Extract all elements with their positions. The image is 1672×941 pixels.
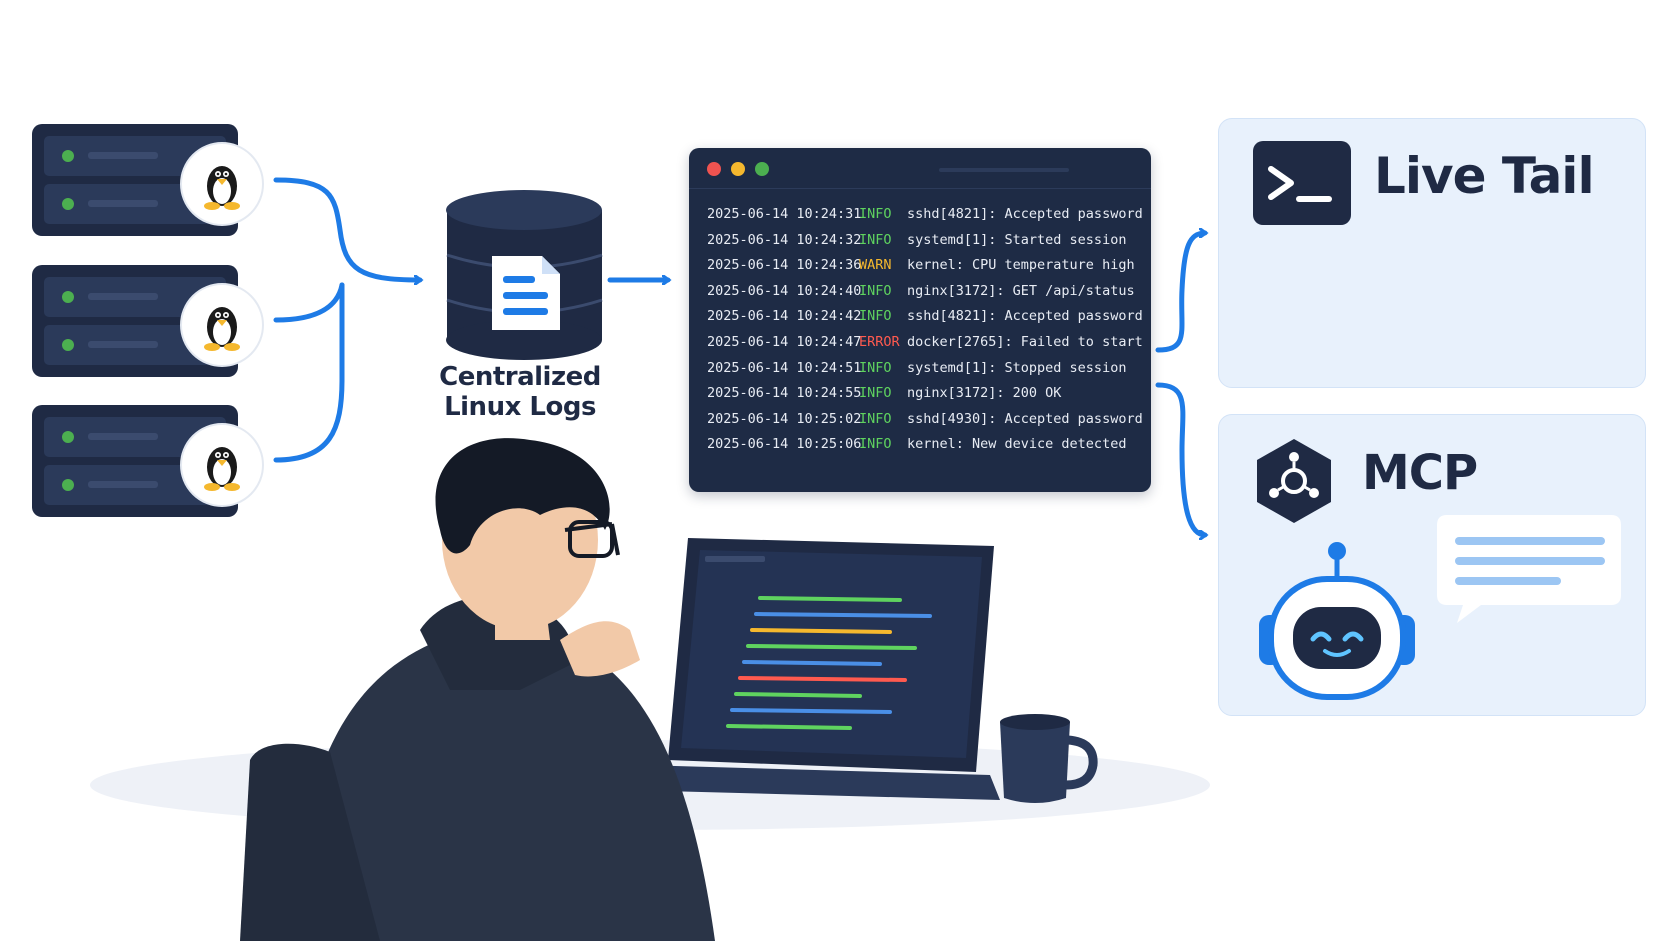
document-icon xyxy=(492,256,560,330)
mcp-title: MCP xyxy=(1362,445,1478,501)
linux-penguin-icon xyxy=(180,423,264,507)
log-message: kernel: New device detected xyxy=(907,436,1127,453)
log-level: INFO xyxy=(859,359,892,376)
terminal-output-arrows xyxy=(1155,233,1205,535)
caption-line-1: Centralized xyxy=(439,362,601,392)
log-level: INFO xyxy=(859,206,892,222)
log-line: 2025-06-14 10:24:47ERROR docker[2765]: Fa… xyxy=(707,330,1143,356)
live-tail-title: Live Tail xyxy=(1374,147,1595,205)
log-level: ERROR xyxy=(859,333,900,350)
log-message: systemd[1]: Stopped session xyxy=(907,359,1127,376)
coffee-mug xyxy=(1000,714,1098,803)
log-message: sshd[4821]: Accepted password xyxy=(907,308,1143,325)
log-line: 2025-06-14 10:24:55INFO nginx[3172]: 200 … xyxy=(707,381,1141,407)
log-level: INFO xyxy=(859,436,892,453)
log-timestamp: 2025-06-14 10:24:51 xyxy=(707,359,862,376)
server-2 xyxy=(32,265,238,377)
window-maximize-dot xyxy=(755,162,769,176)
log-level: INFO xyxy=(859,282,892,299)
title-bar-placeholder xyxy=(939,168,1069,172)
mcp-card: MCP xyxy=(1218,414,1646,716)
log-line: 2025-06-14 10:24:51INFO systemd[1]: Stopp… xyxy=(707,356,1141,382)
log-timestamp: 2025-06-14 10:24:47 xyxy=(707,333,862,350)
terminal-title-bar xyxy=(689,148,1151,189)
developer-person xyxy=(240,438,715,941)
linux-penguin-icon xyxy=(180,142,264,226)
chat-bubble xyxy=(1437,515,1621,623)
log-line: 2025-06-14 10:24:32INFO systemd[1]: Start… xyxy=(707,228,1141,254)
window-minimize-dot xyxy=(731,162,745,176)
caption-line-2: Linux Logs xyxy=(444,392,596,422)
log-line: 2025-06-14 10:24:36WARN kernel: CPU tempe… xyxy=(707,253,1141,279)
log-level: INFO xyxy=(859,231,892,248)
window-close-dot xyxy=(707,162,721,176)
log-message: systemd[1]: Started session xyxy=(907,231,1127,248)
centralized-logs-caption: Centralized Linux Logs xyxy=(400,362,640,422)
log-line: 2025-06-14 10:24:42INFO sshd[4821]: Accep… xyxy=(707,304,1143,330)
server-connector-lines xyxy=(273,177,420,463)
log-message: sshd[4930]: Accepted password xyxy=(907,410,1143,427)
terminal-prompt-icon xyxy=(1253,141,1351,225)
log-line: 2025-06-14 10:25:06INFO kernel: New devic… xyxy=(707,432,1141,458)
hexagon-network-icon xyxy=(1251,435,1337,527)
log-timestamp: 2025-06-14 10:24:36 xyxy=(707,257,862,274)
robot-icon xyxy=(1249,527,1425,703)
log-timestamp: 2025-06-14 10:24:42 xyxy=(707,308,862,325)
log-timestamp: 2025-06-14 10:25:06 xyxy=(707,436,862,453)
log-line: 2025-06-14 10:24:40INFO nginx[3172]: GET … xyxy=(707,279,1141,305)
server-3 xyxy=(32,405,238,517)
log-line: 2025-06-14 10:24:31INFO sshd[4821]: Accep… xyxy=(707,202,1143,228)
log-line: 2025-06-14 10:25:02INFO sshd[4930]: Accep… xyxy=(707,407,1143,433)
log-timestamp: 2025-06-14 10:24:31 xyxy=(707,206,862,222)
log-message: docker[2765]: Failed to start xyxy=(907,333,1143,350)
server-1 xyxy=(32,124,238,236)
log-level: WARN xyxy=(859,257,892,274)
log-message: kernel: CPU temperature high xyxy=(907,257,1135,274)
live-tail-card: Live Tail xyxy=(1218,118,1646,388)
log-message: sshd[4821]: Accepted password xyxy=(907,206,1143,222)
laptop-code-lines xyxy=(726,596,932,730)
log-level: INFO xyxy=(859,410,892,427)
log-timestamp: 2025-06-14 10:24:40 xyxy=(707,282,862,299)
log-message: nginx[3172]: 200 OK xyxy=(907,385,1062,402)
log-timestamp: 2025-06-14 10:24:55 xyxy=(707,385,862,402)
linux-penguin-icon xyxy=(180,283,264,367)
log-level: INFO xyxy=(859,308,892,325)
log-timestamp: 2025-06-14 10:25:02 xyxy=(707,410,862,427)
log-timestamp: 2025-06-14 10:24:32 xyxy=(707,231,862,248)
log-message: nginx[3172]: GET /api/status xyxy=(907,282,1135,299)
log-level: INFO xyxy=(859,385,892,402)
laptop xyxy=(625,538,1000,800)
